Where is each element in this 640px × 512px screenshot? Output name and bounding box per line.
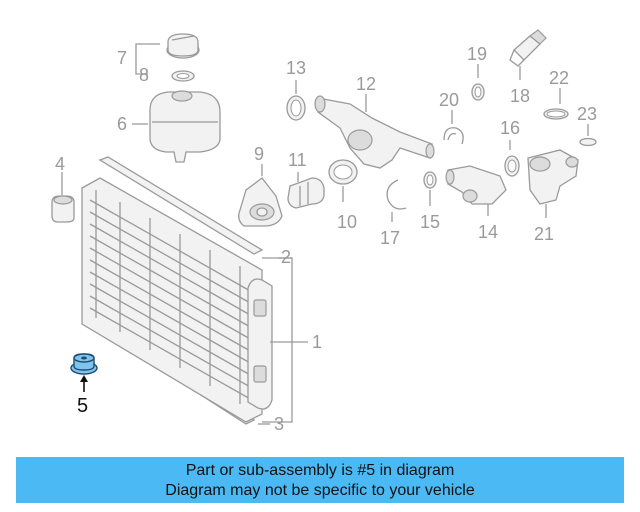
callout-10: 10 [337,212,357,232]
callout-8: 8 [139,65,149,85]
callout-11: 11 [288,150,307,170]
callout-labels: 1 2 3 4 5 6 7 8 9 10 11 12 13 14 15 16 1… [55,44,597,434]
callout-3: 3 [274,414,284,434]
part-7-cap [148,33,200,59]
part-15-ring [423,171,437,206]
part-5-bump-stop [70,353,98,392]
callout-23: 23 [577,104,597,124]
leaders-radiator [258,257,308,425]
part-23-ring [579,124,597,147]
banner-line-1: Part or sub-assembly is #5 in diagram [185,462,455,479]
part-4-mount [51,172,75,223]
radiator [81,156,273,425]
part-16-ring [504,140,520,177]
part-9-housing [238,164,283,227]
callout-17: 17 [380,228,400,248]
callout-1: 1 [312,332,322,352]
callout-14: 14 [478,222,498,242]
callout-22: 22 [549,68,569,88]
callout-9: 9 [254,144,264,164]
part-14-connector [445,165,507,216]
callout-2: 2 [281,247,291,267]
callout-5: 5 [77,395,88,417]
callout-15: 15 [420,212,440,232]
part-8-seal [171,70,195,82]
part-12-coolant-flange [314,94,435,169]
part-19-ring [471,64,485,101]
parts-diagram: 1 2 3 4 5 6 7 8 9 10 11 12 13 14 15 16 1… [51,29,597,434]
part-18-sensor [509,29,547,80]
part-21-flange [527,149,579,218]
callout-18: 18 [510,86,530,106]
callout-16: 16 [500,118,520,138]
callout-19: 19 [467,44,487,64]
callout-6: 6 [117,114,127,134]
info-banner: Part or sub-assembly is #5 in diagram Di… [16,457,624,503]
callout-4: 4 [55,154,65,174]
callout-21: 21 [534,224,554,244]
callout-20: 20 [439,90,459,110]
callout-12: 12 [356,74,376,94]
part-13-ring [286,80,306,121]
part-11-thermostat [287,172,325,209]
part-6-expansion-tank [132,90,221,163]
part-17-clip [386,179,407,222]
part-10-ring [328,159,358,202]
part-22-ring [543,88,569,120]
callout-13: 13 [286,58,306,78]
callout-7: 7 [117,48,127,68]
part-20-clip [443,110,464,145]
banner-line-2: Diagram may not be specific to your vehi… [165,482,475,499]
